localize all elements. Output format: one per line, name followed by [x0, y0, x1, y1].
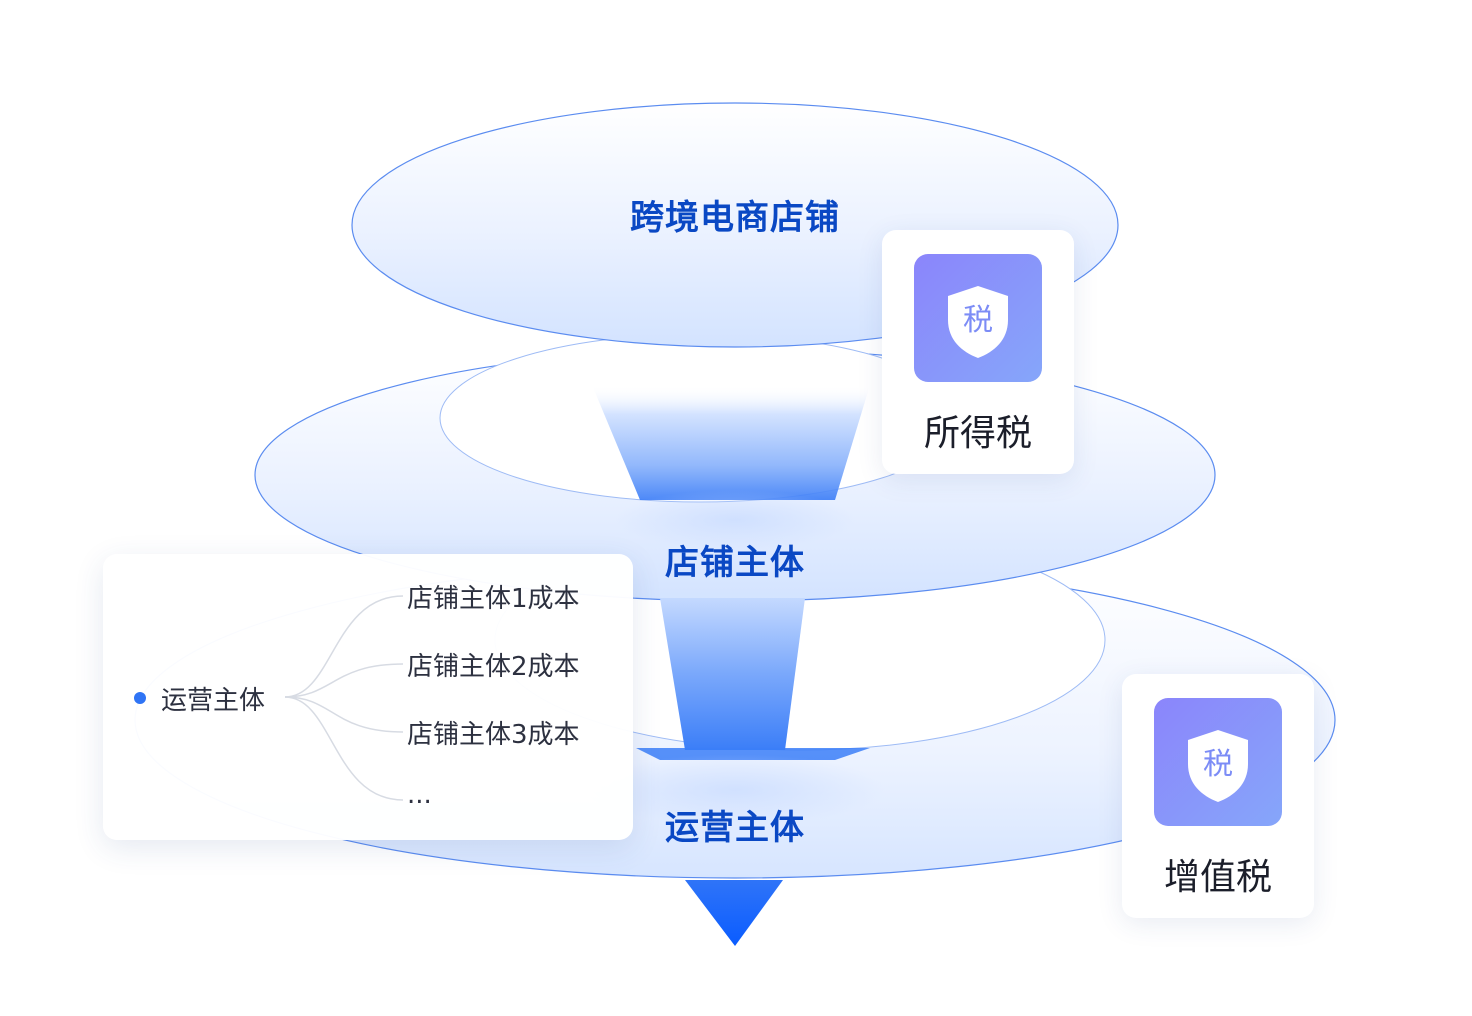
tree-root-dot [134, 692, 146, 704]
tree-connectors [284, 595, 404, 801]
income-tax-card: 税 所得税 [882, 230, 1074, 474]
tree-child-3: 店铺主体3成本 [407, 720, 580, 750]
bottom-layer-label: 运营主体 [665, 808, 805, 848]
income-tax-badge: 税 [914, 254, 1042, 382]
svg-text:税: 税 [1203, 747, 1233, 782]
shield-icon: 税 [948, 286, 1008, 358]
tree-child-more: ... [407, 780, 432, 810]
vat-label: 增值税 [1163, 857, 1272, 898]
tree-child-1: 店铺主体1成本 [407, 584, 580, 614]
flow-stream-upper [592, 385, 870, 500]
income-tax-label: 所得税 [923, 413, 1032, 454]
output-arrow [685, 880, 783, 946]
cost-tree-card: 运营主体 店铺主体1成本 店铺主体2成本 店铺主体3成本 ... [103, 554, 633, 840]
tree-child-2: 店铺主体2成本 [407, 652, 580, 682]
flow-stream-lower [660, 598, 805, 750]
top-layer-label: 跨境电商店铺 [630, 198, 840, 238]
vat-card: 税 增值税 [1122, 674, 1314, 918]
middle-layer-label: 店铺主体 [665, 543, 805, 583]
shield-icon: 税 [1188, 730, 1248, 802]
tree-root-label: 运营主体 [161, 686, 266, 716]
vat-badge: 税 [1154, 698, 1282, 826]
svg-text:税: 税 [963, 303, 993, 338]
